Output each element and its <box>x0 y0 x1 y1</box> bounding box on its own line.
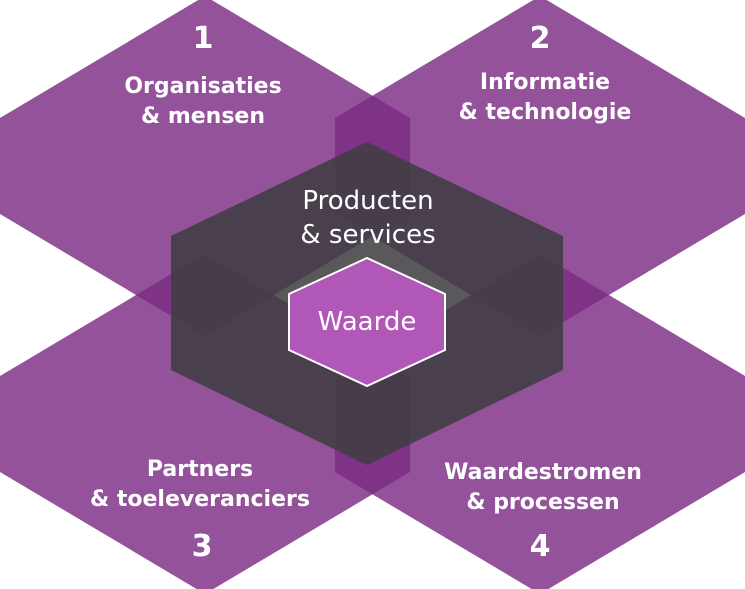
quadrant-4-label-line2: & processen <box>466 490 619 515</box>
quadrant-1-label-line2: & mensen <box>141 104 265 129</box>
core-hexagon <box>288 256 446 388</box>
quadrant-4-label-line1: Waardestromen <box>444 460 642 485</box>
quadrant-1-number: 1 <box>193 21 214 56</box>
quadrant-4-number: 4 <box>530 529 551 564</box>
quadrant-1-label-line1: Organisaties <box>124 74 281 99</box>
quadrant-3-label-line1: Partners <box>147 457 253 482</box>
quadrant-2-number: 2 <box>530 21 551 56</box>
quadrant-2-label-line2: & technologie <box>459 100 632 125</box>
center-label-line2: & services <box>300 220 435 250</box>
core-label: Waarde <box>318 307 417 337</box>
quadrant-2-label-line1: Informatie <box>480 70 610 95</box>
quadrant-3-number: 3 <box>192 529 213 564</box>
center-label-line1: Producten <box>302 186 433 216</box>
quadrant-3-label-line2: & toeleveranciers <box>90 487 310 512</box>
